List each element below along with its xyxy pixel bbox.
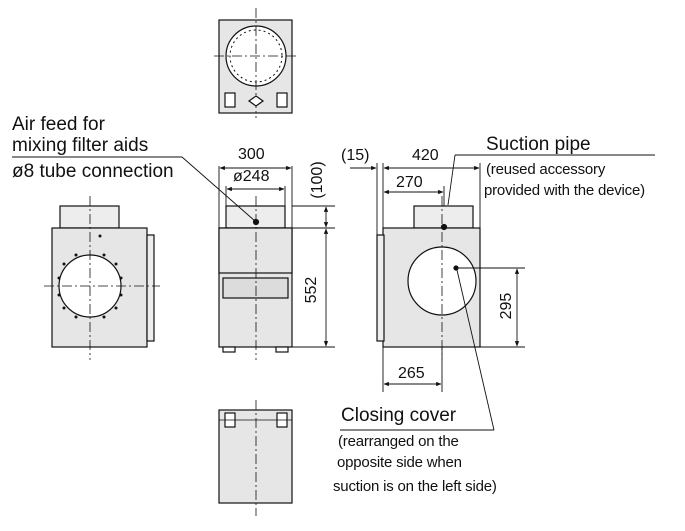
suction-pipe-title: Suction pipe: [486, 134, 591, 155]
top-view: [214, 8, 298, 118]
dimension-pipe-diameter: ø248: [233, 168, 270, 185]
dimension-lines: [218, 163, 525, 392]
dimension-side-width: 420: [412, 147, 439, 164]
dimension-pipe-offset: 270: [396, 174, 423, 191]
left-view: [44, 196, 160, 360]
dimension-circle-offset: 265: [398, 365, 425, 382]
dimension-offset: (15): [341, 147, 370, 164]
closing-cover-note-line3: suction is on the left side): [333, 478, 497, 495]
dimension-circle-height: 295: [498, 292, 515, 320]
air-feed-label-line1: Air feed for: [12, 114, 105, 135]
right-view: [376, 196, 481, 360]
closing-cover-note-line1: (rearranged on the: [338, 433, 459, 450]
suction-pipe-note-line1: (reused accessory: [486, 161, 606, 178]
closing-cover-note-line2: opposite side when: [337, 454, 462, 471]
suction-pipe-note-line2: provided with the device): [484, 182, 645, 199]
air-feed-label-line3: ø8 tube connection: [12, 161, 174, 182]
dimension-top-height: (100): [309, 161, 326, 199]
leader-lines: [12, 154, 655, 431]
closing-cover-title: Closing cover: [341, 405, 457, 426]
dimension-body-height: 552: [303, 276, 320, 304]
air-feed-label-line2: mixing filter aids: [12, 135, 149, 156]
dimension-front-width: 300: [238, 146, 265, 163]
front-view: [218, 196, 293, 360]
bottom-view: [218, 400, 293, 516]
